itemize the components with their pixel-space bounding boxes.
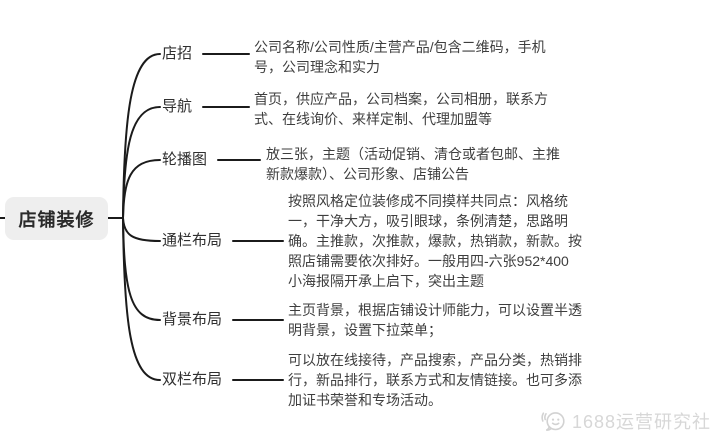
branch-description-shuanglan: 可以放在线接待，产品搜索，产品分类，热销排 行，新品排行，联系方式和友情链接。也…	[288, 352, 582, 408]
connector-curve-tonglan	[122, 217, 161, 242]
connector-curve-lunbotu	[122, 159, 161, 219]
branch-label-shuanglan[interactable]: 双栏布局	[162, 371, 223, 388]
branch-description-dianzhao: 公司名称/公司性质/主营产品/包含二维码，手机 号，公司理念和实力	[254, 39, 546, 75]
branch-label-tonglan[interactable]: 通栏布局	[162, 232, 223, 249]
connector-curve-daohang	[122, 106, 161, 219]
branch-label-dianzhao[interactable]: 店招	[162, 45, 193, 62]
watermark-text: 1688运营研究社	[572, 412, 712, 432]
branch-description-beijing: 主页背景，根据店铺设计师能力，可以设置半透 明背景，设置下拉菜单；	[288, 302, 582, 338]
branch-label-beijing[interactable]: 背景布局	[162, 311, 223, 328]
branch-description-lunbotu: 放三张，主题（活动促销、清仓或者包邮、主推 新款爆款）、公司形象、店铺公告	[266, 146, 560, 182]
root-node-label: 店铺装修	[18, 209, 95, 230]
root-node[interactable]: 店铺装修	[5, 197, 108, 240]
connector-curve-dianzhao	[122, 53, 161, 219]
wechat-official-account-logo-icon	[541, 411, 565, 431]
branch-description-daohang: 首页，供应产品，公司档案，公司相册，联系方 式、在线询价、来样定制、代理加盟等	[254, 91, 548, 127]
branch-label-lunbotu[interactable]: 轮播图	[162, 151, 208, 168]
watermark: 1688运营研究社	[540, 408, 711, 434]
connector-curve-shuanglan	[122, 217, 161, 381]
branch-label-daohang[interactable]: 导航	[162, 98, 193, 115]
branch-description-tonglan: 按照风格定位装修成不同摸样共同点：风格统 一，干净大方，吸引眼球，条例清楚，思路…	[288, 193, 582, 289]
